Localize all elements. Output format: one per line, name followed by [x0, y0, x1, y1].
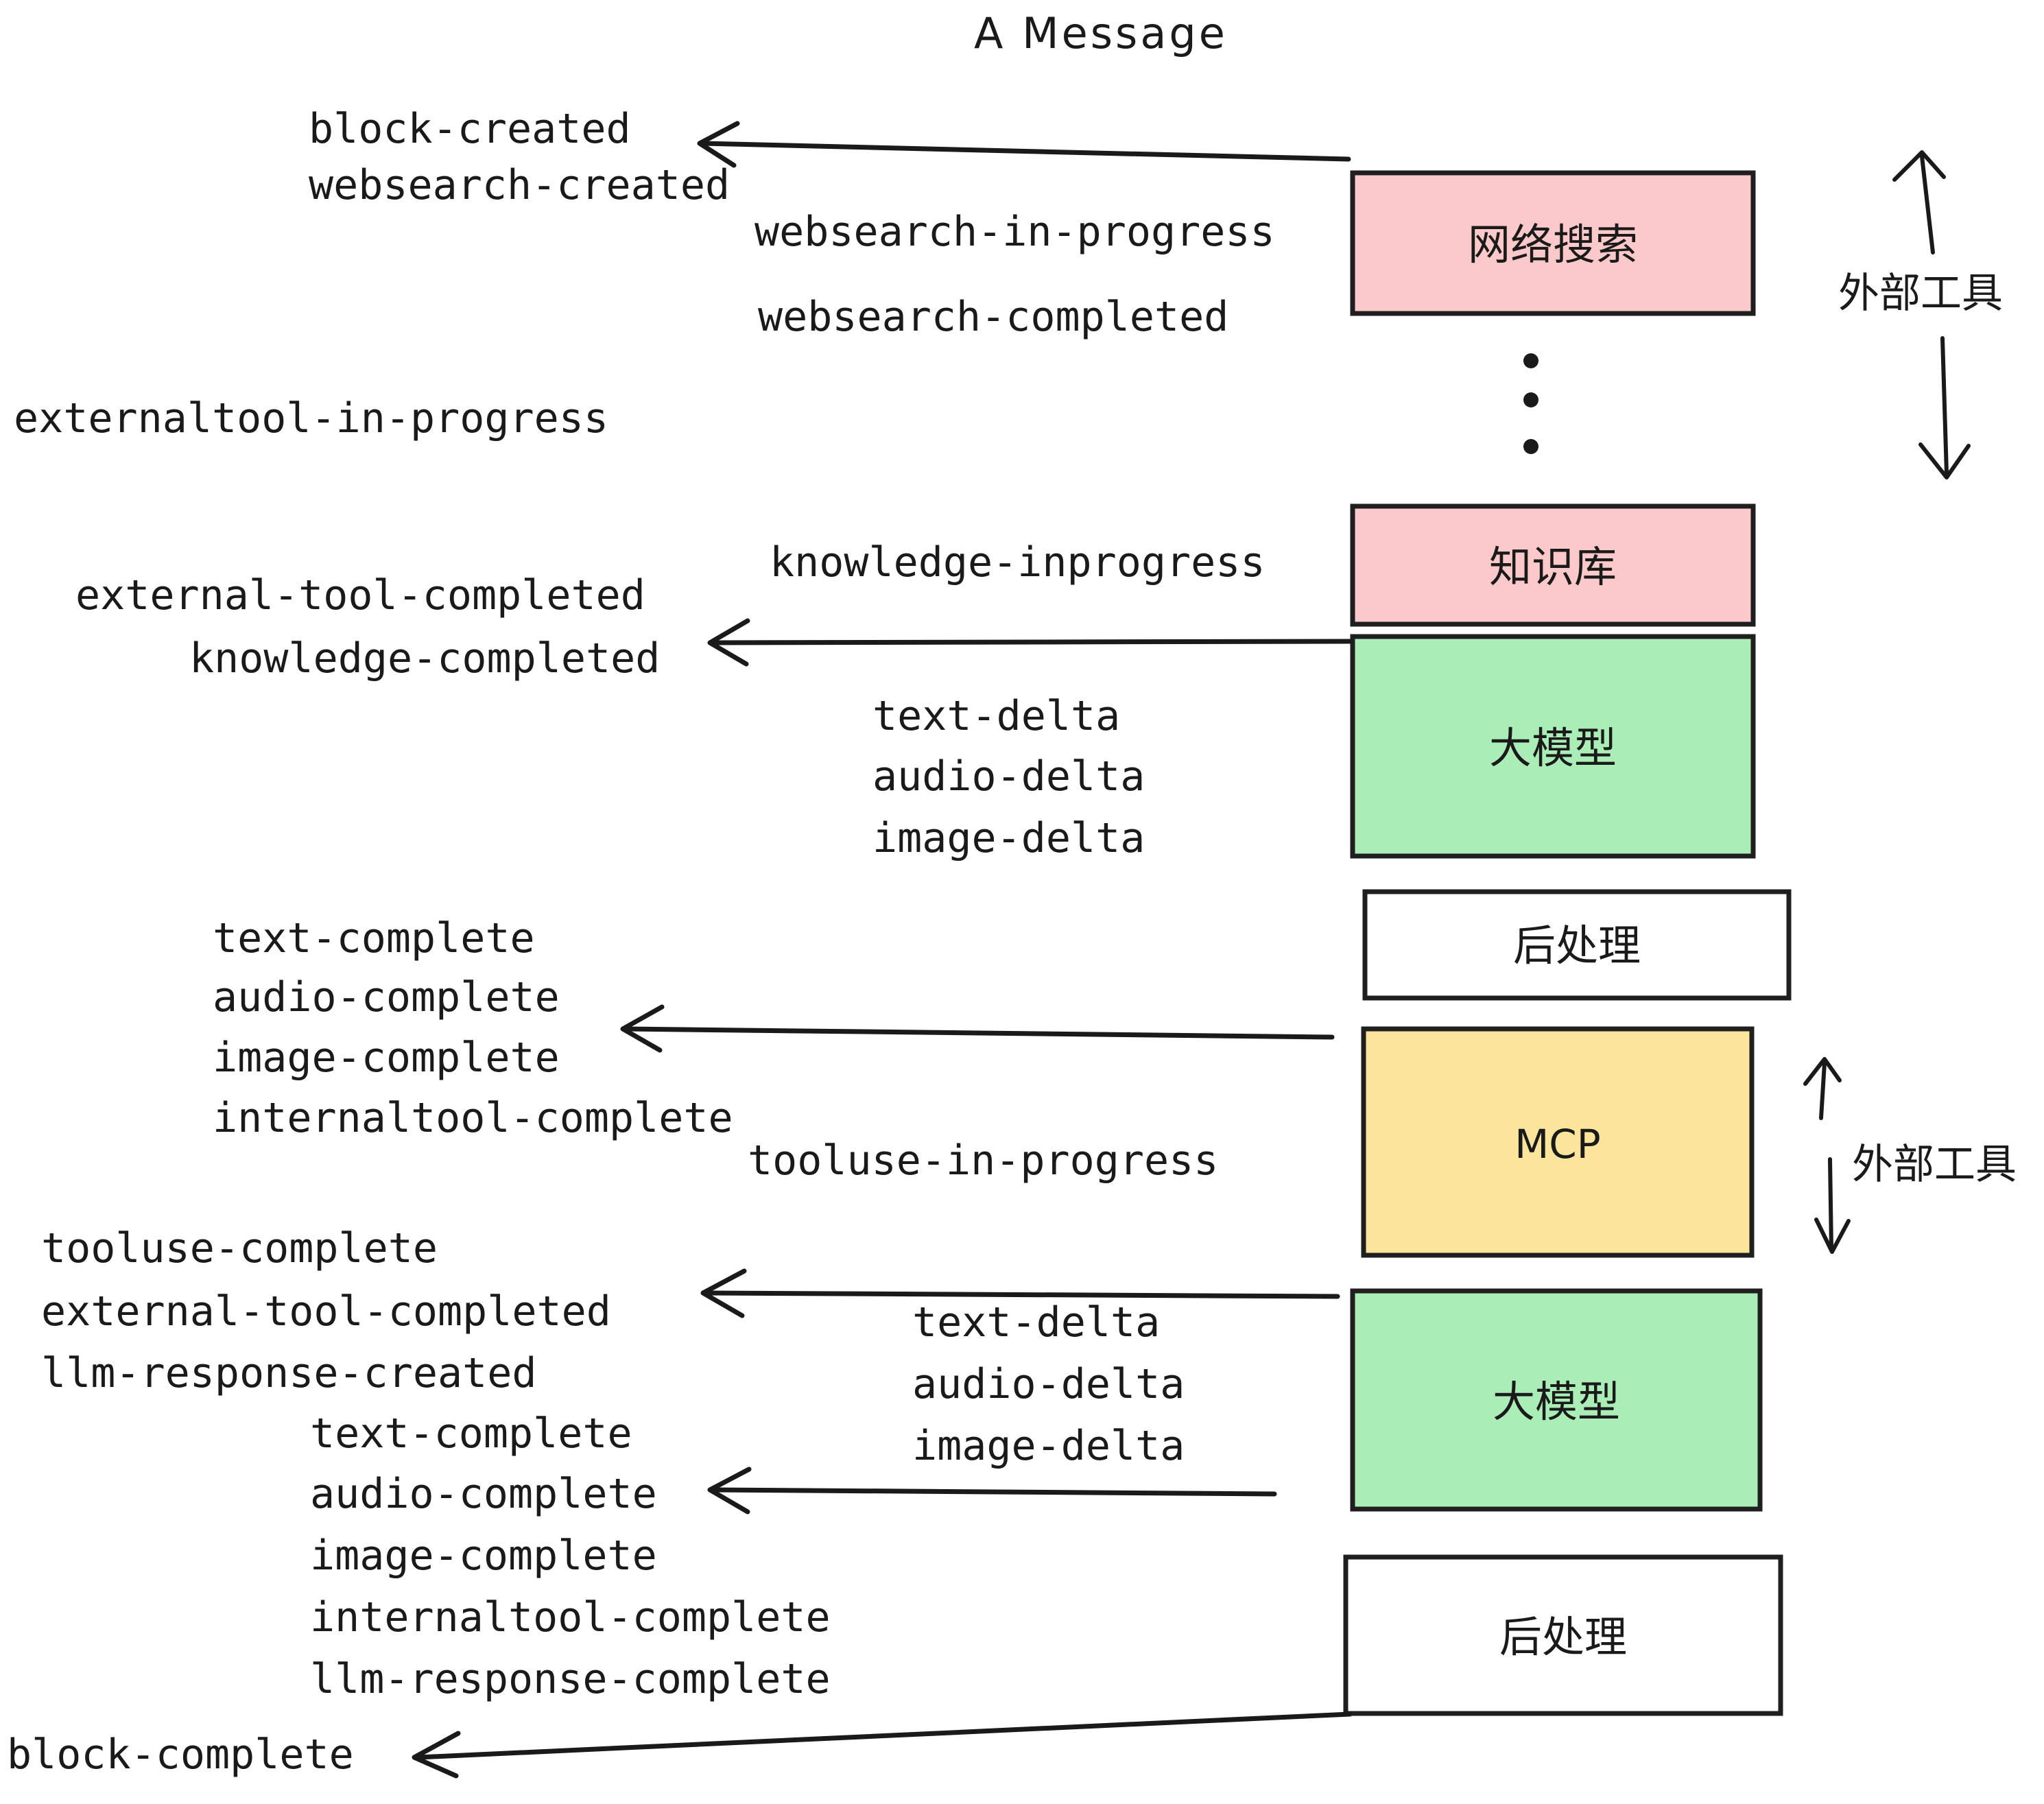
box-postprocess-bottom[interactable]: 后处理 [1343, 1554, 1783, 1716]
box-mcp[interactable]: MCP [1361, 1026, 1755, 1258]
box-label-knowledge: 知识库 [1489, 542, 1617, 592]
event-label-externaltool-in-progress: externaltool-in-progress [14, 394, 608, 442]
box-knowledge[interactable]: 知识库 [1350, 503, 1756, 627]
event-label-external-tool-completed-2: external-tool-completed [41, 1287, 611, 1336]
box-label-mcp: MCP [1514, 1121, 1601, 1167]
external-tool-arrow-up-lower [1803, 1057, 1842, 1120]
event-label-audio-delta-1: audio-delta [872, 752, 1145, 800]
arrow-websearch-to-events [697, 121, 1351, 168]
event-label-llm-response-complete: llm-response-complete [310, 1655, 831, 1703]
box-label-postprocess-top: 后处理 [1513, 921, 1641, 971]
event-label-block-created: block-created [309, 105, 631, 153]
event-label-websearch-completed: websearch-completed [758, 293, 1228, 341]
external-tool-label-upper: 外部工具 [1838, 270, 2003, 318]
event-label-image-complete-1: image-complete [213, 1034, 560, 1082]
event-label-knowledge-completed: knowledge-completed [189, 634, 660, 683]
event-label-image-delta-2: image-delta [912, 1422, 1185, 1470]
event-label-knowledge-inprogress: knowledge-inprogress [770, 538, 1265, 586]
event-label-image-complete-2: image-complete [310, 1532, 657, 1580]
ellipsis-dots [1523, 353, 1538, 454]
arrow-llm-to-audio-complete [707, 1467, 1277, 1515]
external-tool-label-lower: 外部工具 [1852, 1141, 2017, 1189]
box-label-llm-top: 大模型 [1489, 723, 1617, 773]
box-llm-bottom[interactable]: 大模型 [1350, 1288, 1763, 1512]
box-label-postprocess-bottom: 后处理 [1499, 1612, 1627, 1662]
box-websearch[interactable]: 网络搜索 [1350, 170, 1756, 316]
event-label-block-complete: block-complete [7, 1731, 354, 1779]
arrow-postprocess-to-image-complete [620, 1004, 1335, 1053]
external-tool-arrow-down-upper [1918, 336, 1971, 479]
external-tool-arrow-up-upper [1892, 150, 1946, 254]
event-label-websearch-created: websearch-created [309, 161, 730, 209]
event-label-text-delta-1: text-delta [872, 692, 1120, 740]
box-label-llm-bottom: 大模型 [1493, 1377, 1620, 1427]
event-label-text-complete-1: text-complete [213, 914, 535, 962]
event-label-tooluse-complete: tooluse-complete [41, 1224, 438, 1272]
arrow-postprocess-to-block-complete [412, 1711, 1353, 1779]
event-label-tooluse-in-progress: tooluse-in-progress [748, 1137, 1218, 1185]
box-llm-top[interactable]: 大模型 [1350, 634, 1756, 859]
event-label-internaltool-complete-2: internaltool-complete [310, 1593, 831, 1641]
event-label-audio-delta-2: audio-delta [912, 1360, 1185, 1408]
arrow-mcp-to-tooluse-complete [700, 1268, 1340, 1318]
event-label-llm-response-created: llm-response-created [41, 1349, 536, 1397]
box-postprocess-top[interactable]: 后处理 [1362, 889, 1792, 1001]
external-tool-arrow-down-lower [1814, 1157, 1851, 1254]
event-label-internaltool-complete-1: internaltool-complete [213, 1094, 733, 1142]
event-label-external-tool-completed-1: external-tool-completed [75, 571, 645, 619]
event-label-audio-complete-2: audio-complete [310, 1470, 657, 1518]
box-label-websearch: 网络搜索 [1468, 219, 1638, 270]
arrow-knowledge-to-events [707, 618, 1353, 667]
event-label-websearch-in-progress: websearch-in-progress [754, 208, 1275, 256]
event-label-image-delta-1: image-delta [872, 814, 1145, 862]
event-label-text-delta-2: text-delta [912, 1298, 1160, 1346]
event-label-audio-complete-1: audio-complete [213, 973, 560, 1021]
event-label-text-complete-2: text-complete [310, 1410, 632, 1458]
page-title: A Message [974, 8, 1228, 58]
